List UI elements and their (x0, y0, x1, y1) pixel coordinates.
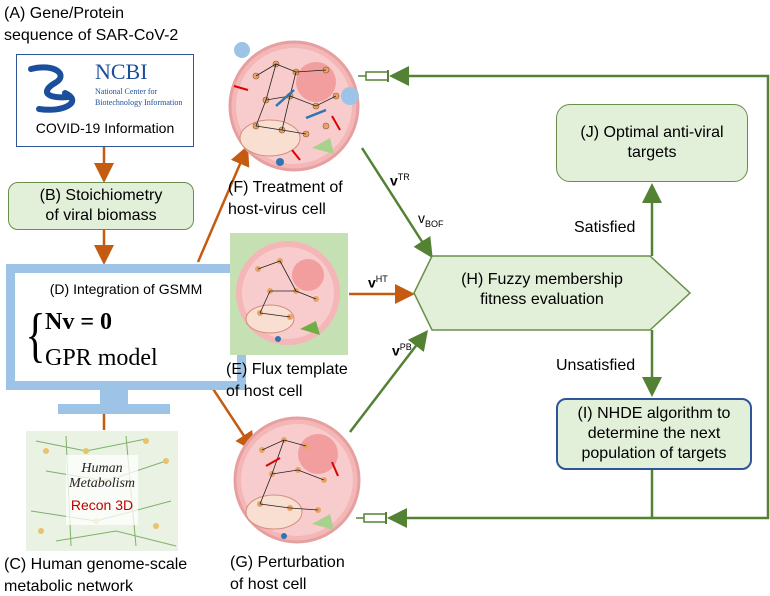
equation-nv: Nv = 0 (45, 309, 113, 335)
label-a-line2: sequence of SAR-CoV-2 (4, 27, 179, 44)
box-j-line1: (J) Optimal anti-viral (580, 124, 724, 141)
human-metabolism-label: Human Metabolism (26, 461, 178, 491)
feedback-line-outer (389, 66, 770, 520)
treatment-cell-image (228, 40, 360, 172)
label-g-line2: of host cell (230, 576, 307, 593)
equation-gpr: GPR model (45, 345, 158, 371)
v-ht-label: vHT (368, 274, 388, 291)
v-tr-sup: TR (397, 172, 410, 182)
label-f-line2: host-virus cell (228, 201, 326, 218)
nhde-algorithm-box: (I) NHDE algorithm to determine the next… (556, 398, 752, 470)
box-i-line1: (I) NHDE algorithm to (577, 405, 731, 422)
syringe-icon-bottom (356, 512, 387, 524)
v-ht-sup: HT (375, 274, 388, 284)
label-e-line1: (E) Flux template (226, 361, 348, 378)
v-bof-sub: BOF (425, 218, 444, 229)
recon-label: Recon 3D (70, 497, 134, 513)
human-label: Human (81, 461, 123, 476)
box-i-line3: population of targets (581, 445, 727, 462)
box-h-line1: (H) Fuzzy membership (461, 271, 623, 288)
optimal-targets-box: (J) Optimal anti-viral targets (556, 104, 748, 182)
v-tr-base: v (390, 172, 398, 189)
ncbi-subtitle: National Center for Biotechnology Inform… (95, 86, 182, 108)
v-pb-sup: PB (399, 342, 412, 352)
gsmm-monitor: (D) Integration of GSMM { Nv = 0 GPR mod… (6, 264, 246, 390)
v-ht-base: v (368, 274, 376, 291)
arrow-g-to-h (349, 330, 429, 433)
monitor-stand-icon (58, 390, 170, 414)
box-i-line2: determine the next (587, 425, 721, 442)
label-f-line1: (F) Treatment of (228, 179, 343, 196)
label-e-line2: of host cell (226, 383, 303, 400)
v-pb-label: vPB (392, 342, 412, 359)
brace-symbol: { (25, 302, 46, 368)
box-j-line2: targets (627, 144, 677, 161)
box-b-line1: (B) Stoichiometry (39, 187, 163, 204)
unsatisfied-label: Unsatisfied (556, 357, 636, 374)
arrow-d-to-f (196, 145, 250, 263)
feedback-line-bottom (387, 468, 654, 528)
v-bof-base: v (418, 210, 425, 226)
label-c-line2: metabolic network (4, 578, 133, 595)
fuzzy-evaluation-hexagon (413, 255, 692, 331)
metabolic-network-image: Human Metabolism Recon 3D (26, 431, 178, 551)
gsmm-title: (D) Integration of GSMM (49, 281, 203, 297)
flux-template-image (230, 233, 348, 355)
ncbi-caption: COVID-19 Information (35, 120, 175, 136)
metabolism-label: Metabolism (68, 476, 136, 491)
syringe-icon-top (358, 70, 389, 82)
ncbi-subtitle-line1: National Center for (95, 87, 158, 96)
arrow-f-to-h (360, 147, 433, 259)
dna-helix-icon (28, 64, 76, 113)
fuzzy-evaluation-text: (H) Fuzzy membership fitness evaluation (432, 270, 652, 310)
ncbi-title: NCBI (95, 59, 148, 84)
box-h-line2: fitness evaluation (480, 291, 604, 308)
label-g-line1: (G) Perturbation (230, 554, 345, 571)
box-b-line2: of viral biomass (45, 207, 157, 224)
perturbation-cell-image (233, 416, 361, 544)
network-graph-icon (30, 435, 177, 547)
stoichiometry-box: (B) Stoichiometry of viral biomass (8, 182, 194, 230)
ncbi-logo-box: NCBI National Center for Biotechnology I… (16, 54, 194, 147)
ncbi-subtitle-line2: Biotechnology Information (95, 98, 183, 107)
v-tr-label: vTR (390, 172, 410, 189)
v-bof-label: vBOF (418, 210, 444, 229)
v-pb-base: v (392, 342, 400, 359)
label-c-line1: (C) Human genome-scale (4, 556, 188, 573)
label-a-line1: (A) Gene/Protein (4, 5, 125, 22)
satisfied-label: Satisfied (574, 219, 636, 236)
